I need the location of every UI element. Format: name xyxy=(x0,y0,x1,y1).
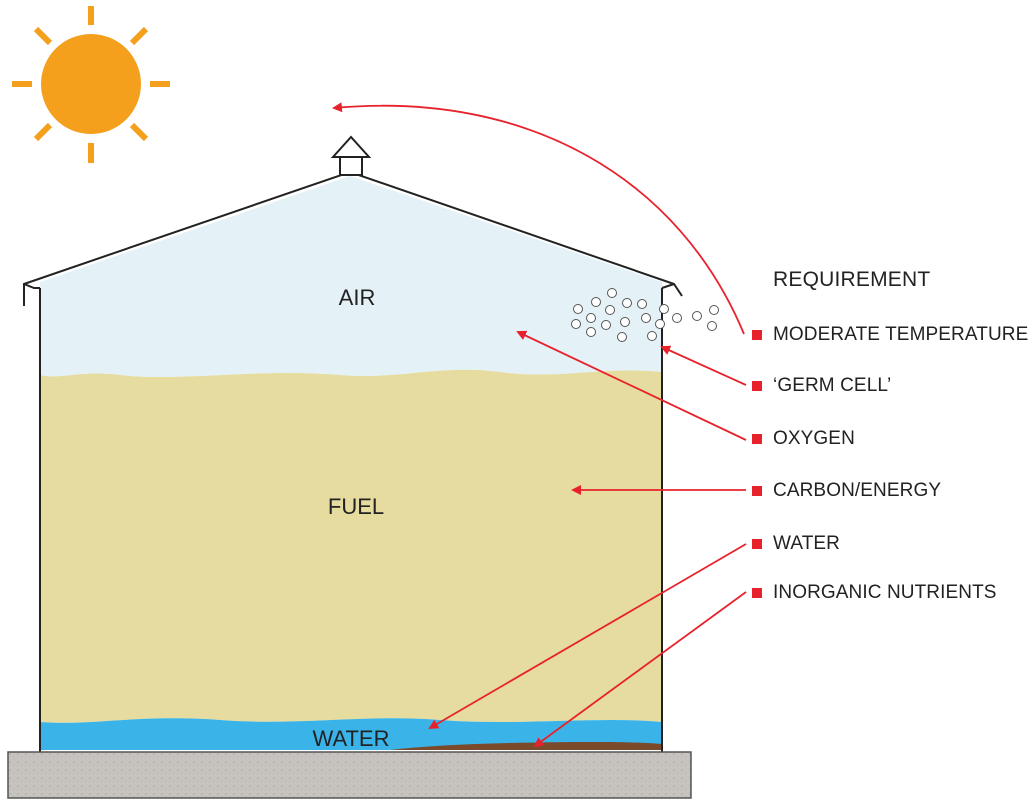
arrow-temperature xyxy=(332,102,745,335)
requirement-label: CARBON/ENERGY xyxy=(773,480,942,501)
air-label: AIR xyxy=(339,285,376,310)
requirement-item: WATER xyxy=(752,531,840,557)
requirement-item: CARBON/ENERGY xyxy=(752,478,941,504)
bullet-square-icon xyxy=(752,330,762,340)
requirement-label: ‘GERM CELL’ xyxy=(773,375,892,396)
requirement-label: WATER xyxy=(773,533,840,554)
roof-vent-icon xyxy=(330,135,372,176)
water-layer xyxy=(40,718,662,750)
requirement-label: MODERATE TEMPERATURE xyxy=(773,324,1029,345)
air-region xyxy=(40,176,662,378)
arrow-oxygen xyxy=(516,330,747,441)
requirement-item: INORGANIC NUTRIENTS xyxy=(752,580,997,606)
bullet-square-icon xyxy=(752,434,762,444)
bullet-square-icon xyxy=(752,486,762,496)
arrow-germ-cell xyxy=(660,345,747,386)
sediment-layer xyxy=(390,742,662,750)
requirement-item: OXYGEN xyxy=(752,426,855,452)
legend-title: REQUIREMENT xyxy=(773,268,931,291)
arrow-nutrients xyxy=(533,591,747,748)
fuel-region xyxy=(40,369,662,723)
fuel-label: FUEL xyxy=(328,494,384,519)
requirement-arrows xyxy=(332,102,747,748)
water-label: WATER xyxy=(313,726,390,751)
requirement-item: MODERATE TEMPERATURE xyxy=(752,322,1028,348)
requirement-item: ‘GERM CELL’ xyxy=(752,373,891,399)
germ-cells-icon xyxy=(571,288,719,342)
requirement-label: INORGANIC NUTRIENTS xyxy=(773,582,997,603)
bullet-square-icon xyxy=(752,381,762,391)
requirement-label: OXYGEN xyxy=(773,428,855,449)
bullet-square-icon xyxy=(752,588,762,598)
bullet-square-icon xyxy=(752,539,762,549)
sun-icon xyxy=(12,6,170,163)
foundation-slab xyxy=(7,751,692,799)
arrow-water xyxy=(428,543,747,730)
